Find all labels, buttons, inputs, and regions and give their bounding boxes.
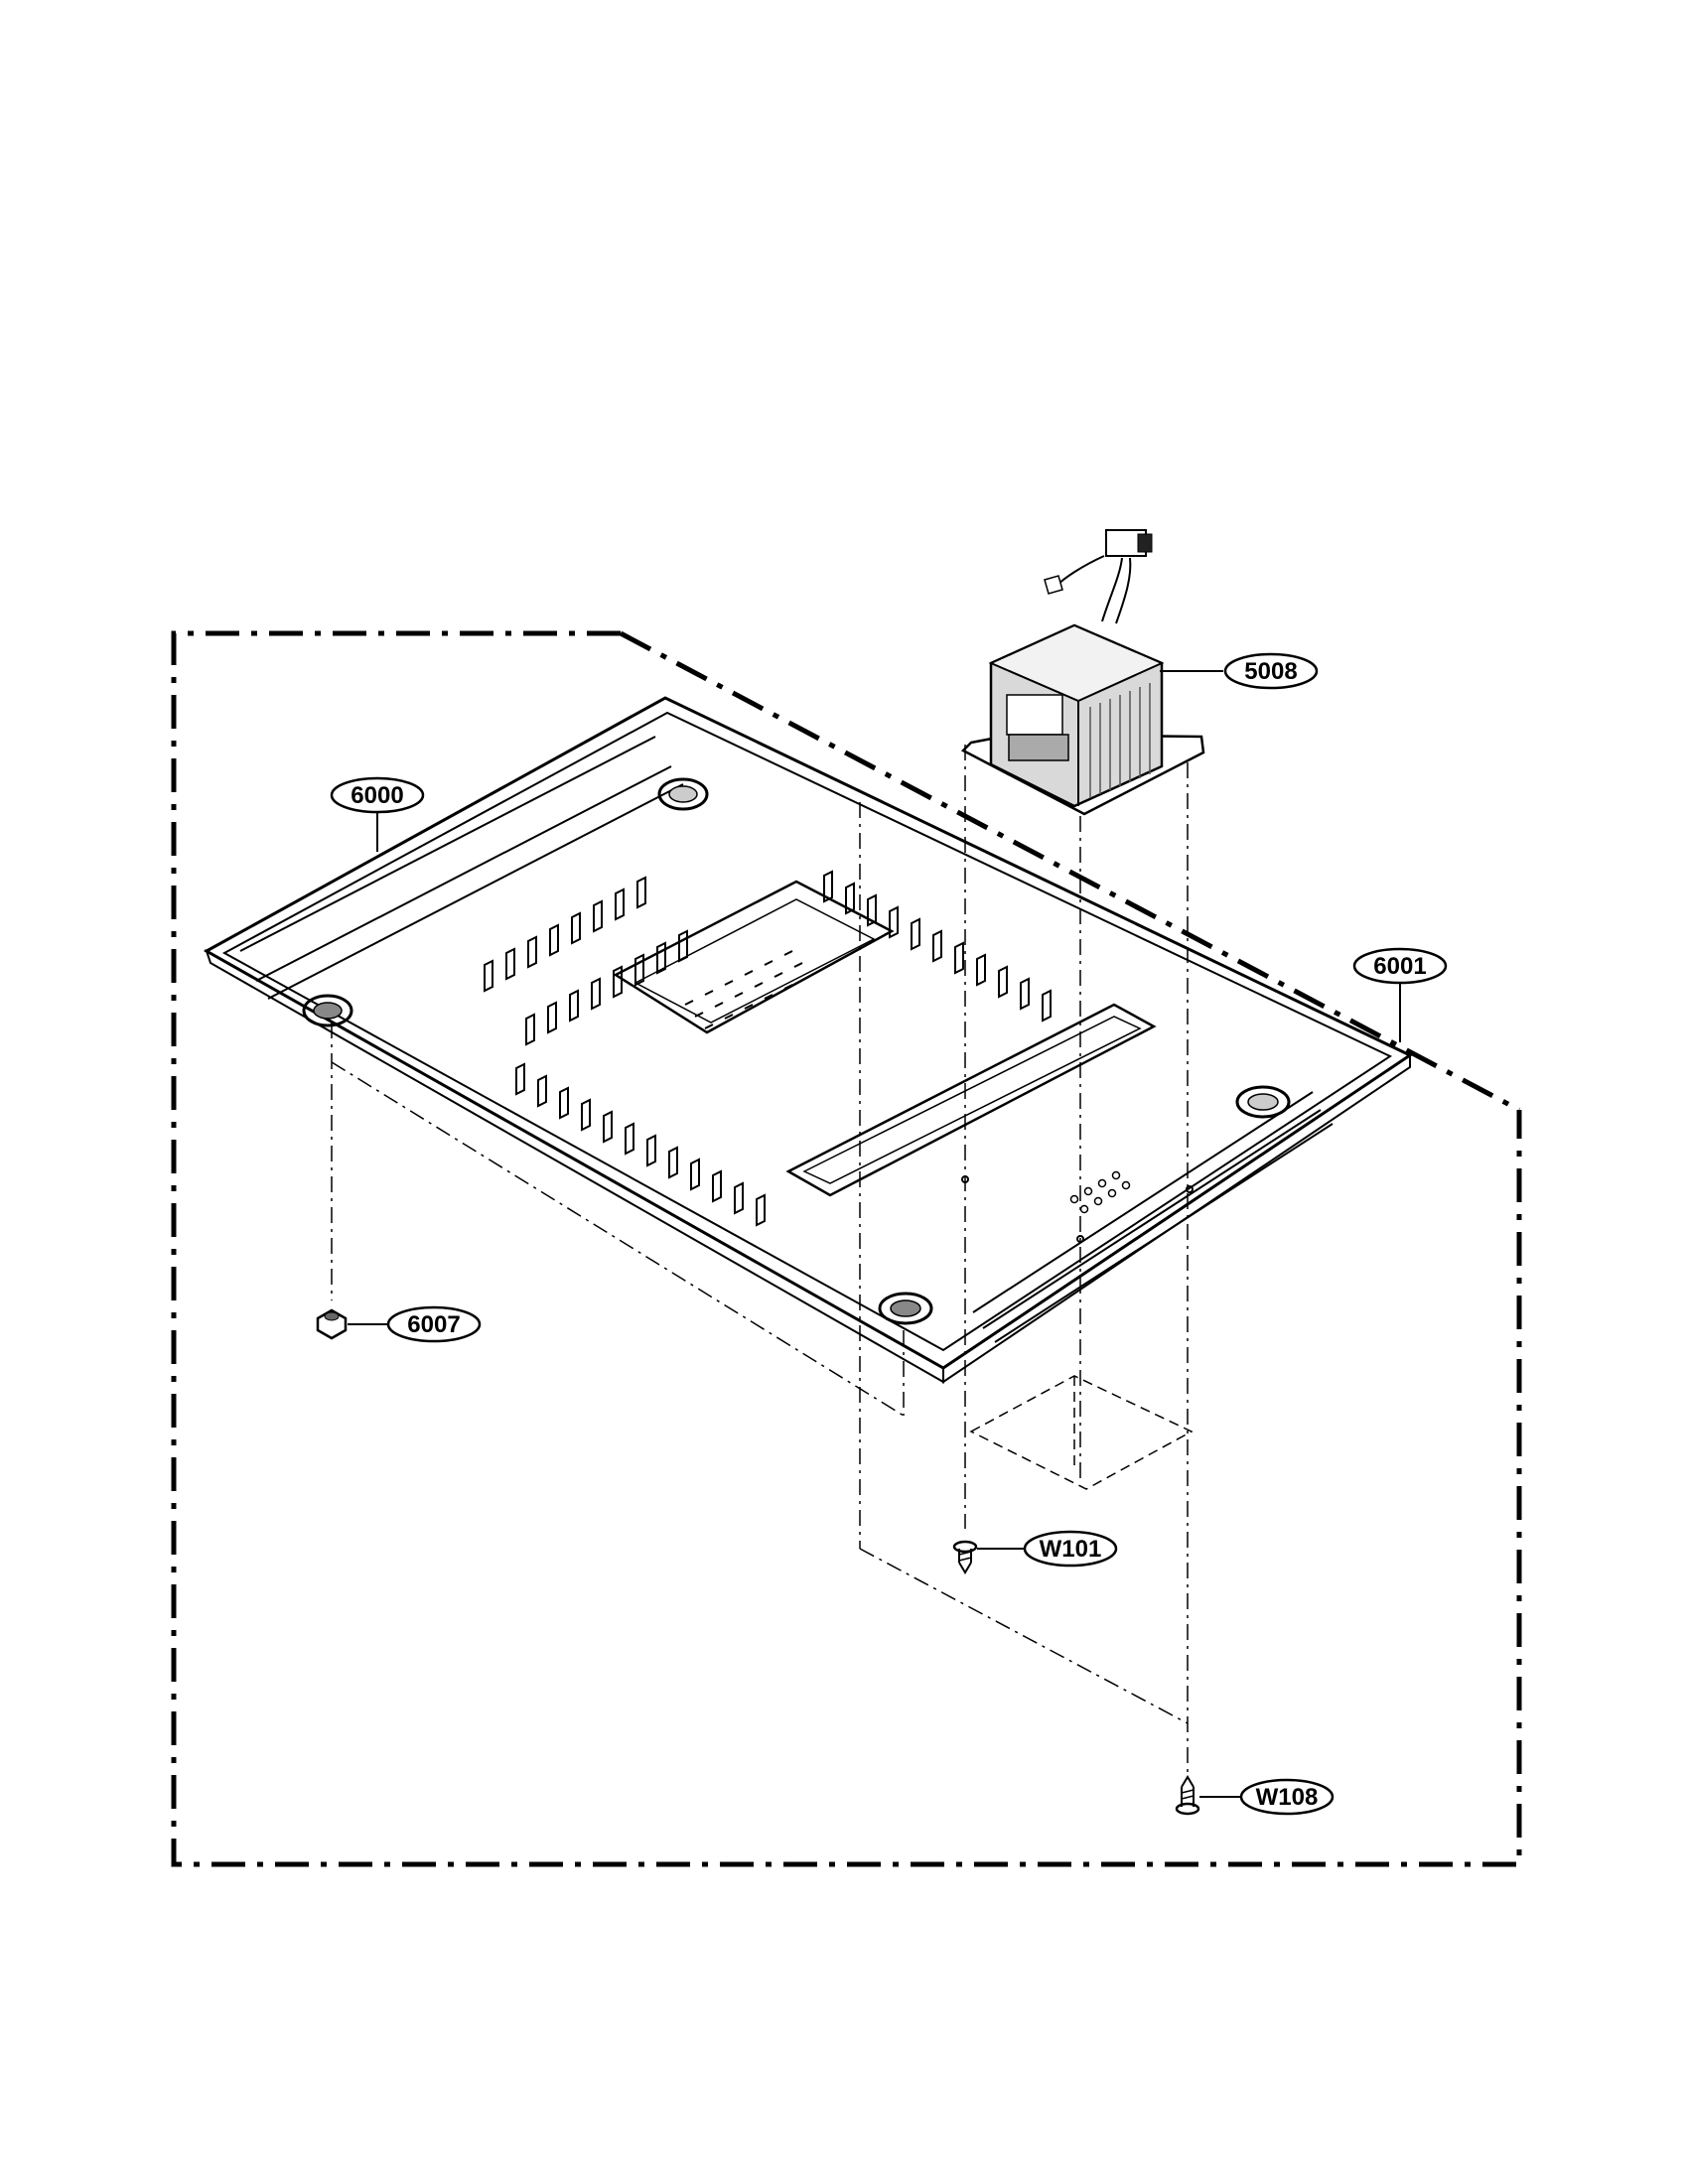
- screw-hole: [1076, 1235, 1084, 1243]
- louver-slots-left: [484, 876, 766, 1227]
- callout-6001-label: 6001: [1373, 953, 1426, 980]
- hole-grid: [1069, 1170, 1131, 1214]
- assembly-boundary: [171, 630, 1522, 1867]
- front-rail: [972, 1091, 1334, 1343]
- callout-5008-label: 5008: [1244, 658, 1297, 685]
- foot-pad-back: [657, 777, 709, 811]
- callout-w108-label: W108: [1256, 1784, 1319, 1811]
- alignment-lines: [331, 745, 1189, 1777]
- center-vent-panel: [613, 880, 895, 1034]
- screw-hole: [1186, 1185, 1194, 1193]
- foot-pad-left: [302, 994, 353, 1027]
- screw-w108: [1175, 1775, 1200, 1816]
- transformer: [960, 529, 1205, 816]
- left-rail: [239, 736, 684, 1000]
- callout-6000-label: 6000: [351, 782, 403, 809]
- louver-slots-right: [823, 870, 1052, 1023]
- transformer-footprint: [969, 1375, 1194, 1490]
- callout-w101: W101: [1023, 1530, 1118, 1568]
- nut-6007: [316, 1308, 348, 1340]
- foot-pad-front: [878, 1292, 933, 1325]
- assembly-boundary-diagonal: [619, 630, 1521, 1113]
- foot-pad-right: [1235, 1085, 1291, 1119]
- callout-6007-label: 6007: [407, 1311, 460, 1338]
- callout-w101-label: W101: [1040, 1536, 1102, 1563]
- screw-w101: [952, 1540, 978, 1574]
- base-plate: [203, 696, 1414, 1384]
- callout-6007: 6007: [386, 1305, 482, 1343]
- channel-recess: [785, 1003, 1157, 1197]
- callout-5008: 5008: [1223, 652, 1319, 690]
- callout-6001: 6001: [1352, 947, 1448, 985]
- callout-6000: 6000: [330, 776, 425, 814]
- callout-w108: W108: [1239, 1778, 1335, 1816]
